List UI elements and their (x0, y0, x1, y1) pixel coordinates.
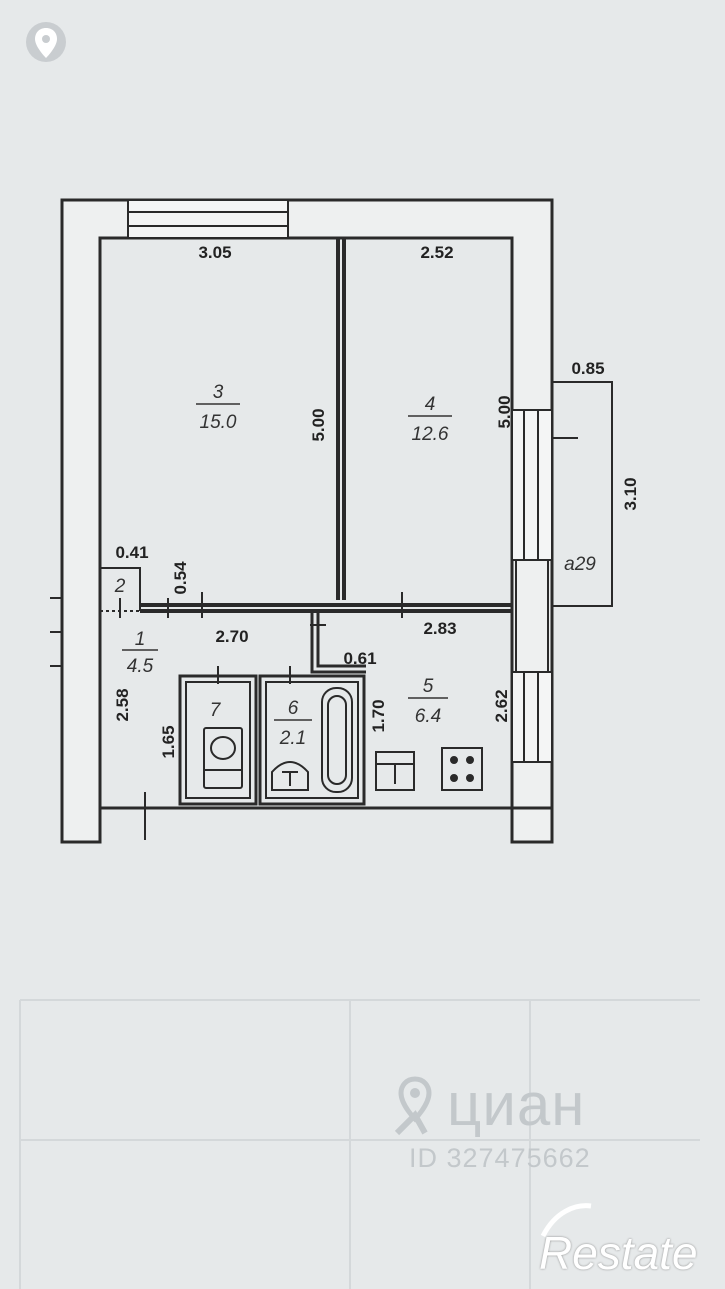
room-7-label: 7 (210, 700, 222, 721)
dim-room4-height: 5.00 (495, 395, 514, 428)
dim-hall-length: 2.58 (113, 688, 132, 721)
restate-watermark: Restate (527, 1203, 725, 1289)
svg-text:2.1: 2.1 (279, 728, 306, 749)
right-window-room4 (511, 409, 553, 561)
cian-brand: циан (447, 1071, 586, 1138)
dim-bath-height: 1.70 (369, 699, 388, 732)
balcony (552, 381, 613, 607)
balcony-door (515, 559, 549, 673)
location-pin-icon (26, 22, 66, 62)
balcony-label: a29 (564, 554, 596, 575)
wall-notch (510, 806, 554, 844)
door-ticks (50, 592, 403, 840)
dim-closet-depth: 0.54 (171, 561, 190, 595)
dim-closet-width: 0.41 (115, 543, 148, 562)
room-2-label: 2 (114, 576, 126, 597)
paper-grid (19, 999, 700, 1289)
stove-icon (441, 747, 483, 791)
svg-text:5: 5 (423, 676, 434, 697)
svg-text:12.6: 12.6 (412, 424, 449, 445)
svg-text:15.0: 15.0 (200, 412, 237, 433)
room-3-label: 3 15.0 (196, 382, 240, 433)
room-6-label: 6 2.1 (274, 698, 312, 749)
kitchen-sink-icon (375, 751, 415, 791)
dim-hall-width: 2.70 (215, 627, 248, 646)
svg-text:1: 1 (135, 629, 146, 650)
passage-walls (310, 611, 366, 674)
top-window (127, 199, 289, 239)
toilet-icon (203, 727, 243, 789)
right-window-kitchen (511, 671, 553, 763)
outer-wall-shape (60, 198, 554, 844)
listing-id: ID 327475662 (409, 1143, 591, 1173)
dim-balcony-width: 0.85 (571, 359, 604, 378)
sink-icon (271, 761, 309, 791)
restate-swoosh-icon (540, 1203, 592, 1238)
wc-room (178, 674, 258, 806)
restate-text: Restate (539, 1227, 698, 1279)
svg-text:6: 6 (288, 698, 299, 719)
outer-walls (60, 198, 554, 844)
svg-text:3: 3 (213, 382, 224, 403)
room-1-label: 1 4.5 (122, 629, 158, 677)
dim-passage-width: 0.61 (343, 649, 376, 668)
svg-text:4: 4 (425, 394, 436, 415)
dim-balcony-length: 3.10 (621, 477, 640, 510)
bathtub-icon (321, 687, 353, 793)
cian-logo-icon (395, 1076, 432, 1136)
svg-text:6.4: 6.4 (415, 706, 441, 727)
dim-room3-height: 5.00 (309, 408, 328, 441)
bath-room (258, 674, 366, 806)
dim-room4-width: 2.52 (420, 243, 453, 262)
svg-text:4.5: 4.5 (127, 656, 154, 677)
room-5-label: 5 6.4 (408, 676, 448, 727)
dim-room3-width: 3.05 (198, 243, 231, 262)
dim-kitchen-length: 2.62 (492, 689, 511, 722)
dim-kitchen-width: 2.83 (423, 619, 456, 638)
dim-wc-height: 1.65 (159, 725, 178, 758)
room-4-label: 4 12.6 (408, 394, 452, 445)
